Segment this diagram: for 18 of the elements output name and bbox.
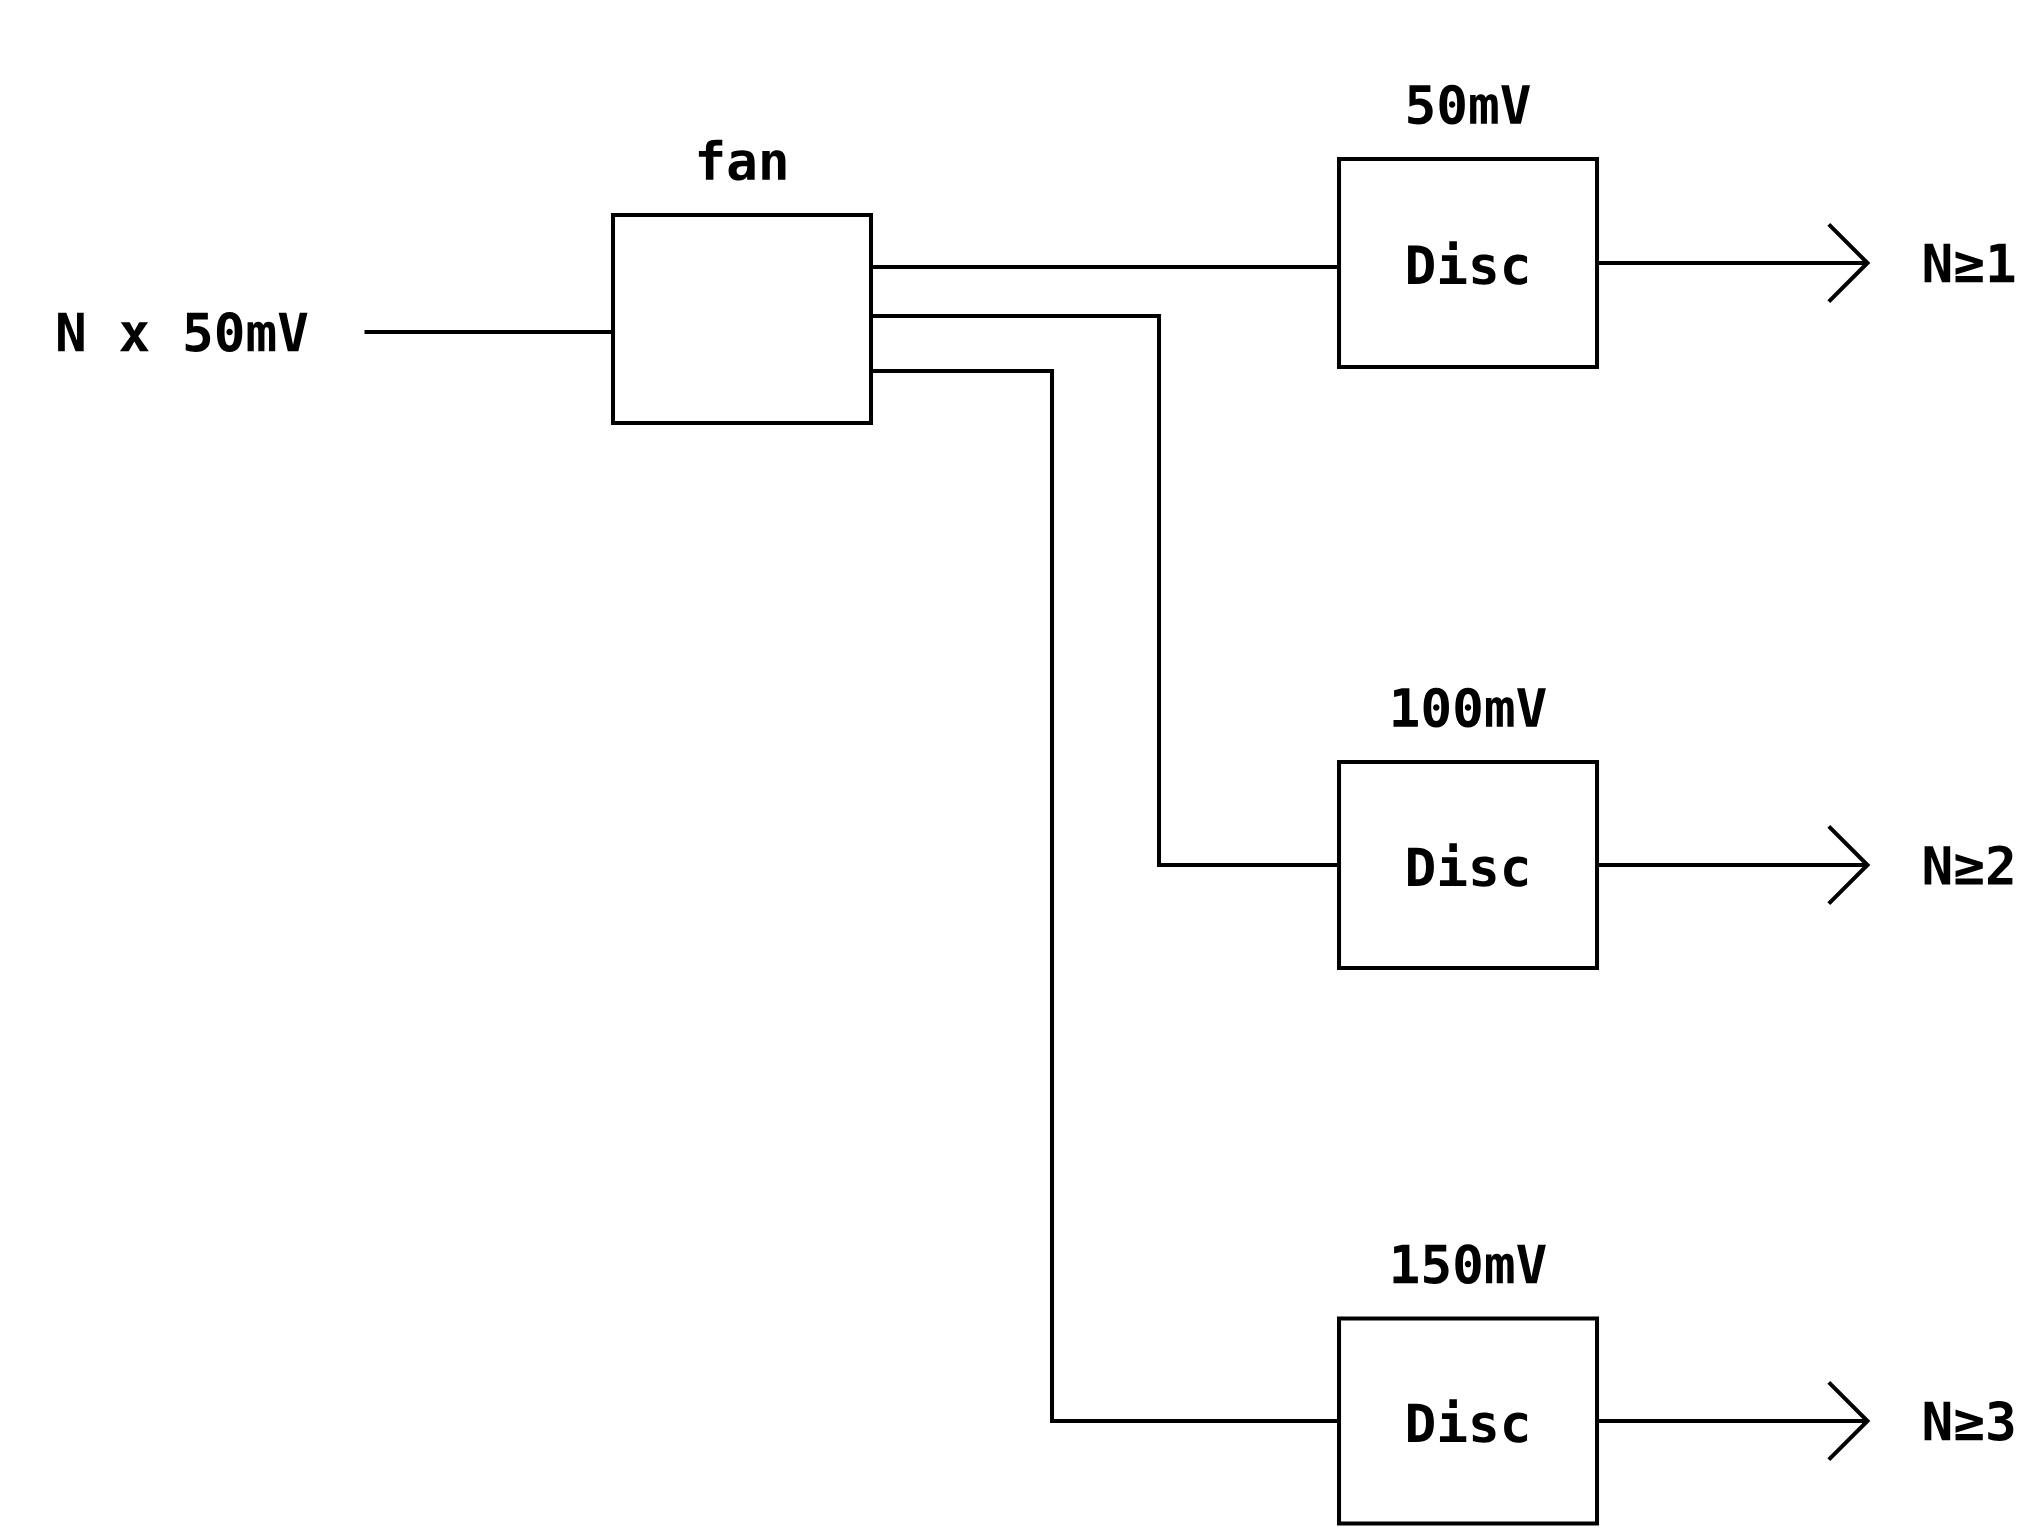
block-box: Disc — [1337, 157, 1600, 370]
signal-line — [364, 330, 611, 335]
signal-label: N x 50mV — [58, 312, 308, 352]
block-heading: 150mV — [1393, 1244, 1546, 1284]
arrow — [1599, 1380, 1871, 1462]
signal-label: N≥2 — [1924, 845, 2013, 885]
signal-line — [873, 314, 1337, 868]
block-box: Disc — [1337, 1316, 1600, 1526]
signal-label: N≥1 — [1924, 243, 2015, 283]
signal-line — [873, 265, 1337, 270]
signal-label: N≥3 — [1924, 1401, 2014, 1441]
arrow — [1599, 222, 1871, 304]
block-heading: fan — [698, 139, 786, 181]
block-box: Disc — [1337, 760, 1600, 971]
block-heading: 100mV — [1393, 687, 1546, 728]
signal-line — [873, 369, 1337, 1424]
arrow — [1599, 824, 1871, 906]
block-heading: 50mV — [1408, 84, 1530, 125]
